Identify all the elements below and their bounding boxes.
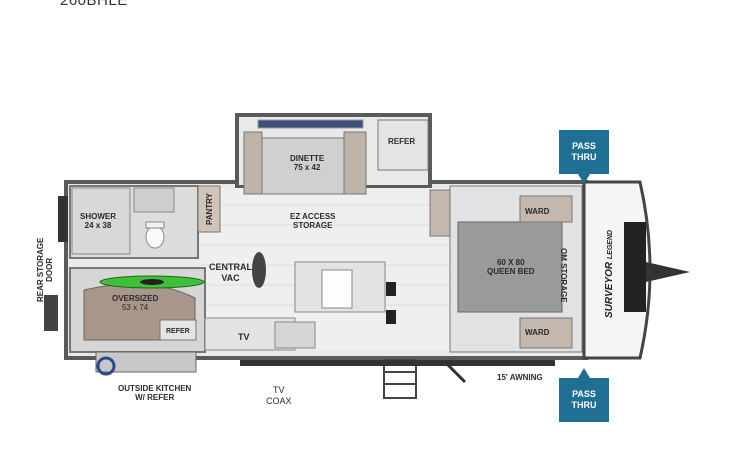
boot-print [252, 252, 266, 288]
ward-top-label: WARD [525, 207, 550, 216]
sink [133, 187, 175, 213]
nightstand [429, 189, 451, 237]
refer-top-label: REFER [388, 137, 416, 146]
rear-bumper [44, 295, 58, 331]
shower-stall [71, 187, 131, 255]
brand-logo: SURVEYOR LEGEND [604, 229, 615, 318]
queen-bed [457, 221, 563, 313]
tv-label: TV [238, 332, 250, 342]
dinette-bench-right [343, 131, 367, 195]
ward-bottom-box [519, 317, 573, 349]
rear-door [58, 196, 68, 242]
toilet-tank [145, 221, 165, 229]
model-name: 260BHLE [60, 0, 128, 9]
om-storage-label: OM STORAGE [559, 248, 568, 303]
bunk-refer [159, 319, 197, 341]
ward-bottom-label: WARD [525, 328, 550, 337]
awning-label: 15' AWNING [497, 373, 543, 382]
stool-2 [386, 310, 396, 324]
stool-1 [386, 282, 396, 296]
pantry-label: PANTRY [205, 193, 214, 225]
slide-window [257, 119, 364, 129]
pantry [197, 185, 221, 233]
refer-box [377, 119, 429, 171]
hose-reel [96, 356, 116, 376]
front-emblem [624, 222, 646, 312]
outside-kitchen [95, 351, 197, 373]
pass-thru-bottom: PASS THRU [559, 368, 609, 422]
kitchen-sink [321, 269, 353, 309]
toilet [145, 225, 165, 249]
stove [274, 321, 316, 349]
ward-top-box [519, 195, 573, 223]
awning-bar [240, 360, 555, 366]
dinette-bench-left [243, 131, 263, 195]
refer-bottom-label: REFER [166, 328, 190, 335]
pass-thru-top: PASS THRU [559, 130, 609, 184]
hitch [646, 262, 690, 282]
